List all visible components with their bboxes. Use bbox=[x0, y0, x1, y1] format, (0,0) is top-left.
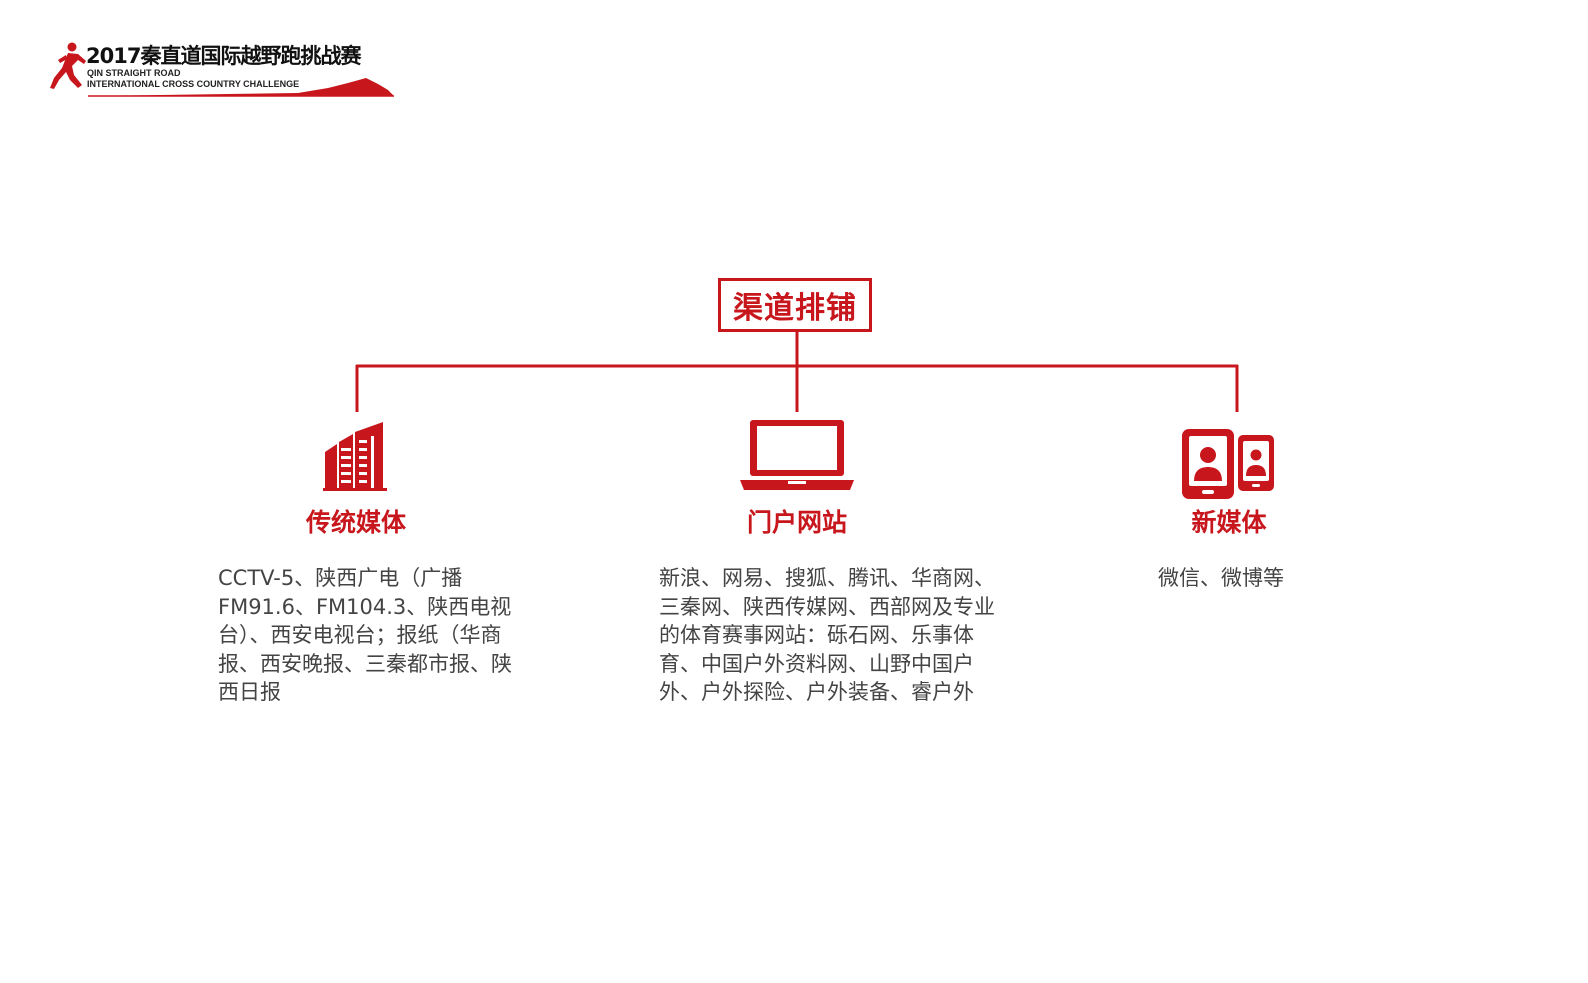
event-logo: 2017秦直道国际越野跑挑战赛 QIN STRAIGHT ROAD INTERN… bbox=[48, 38, 398, 100]
branch-desc-new-media: 微信、微博等 bbox=[1158, 566, 1284, 590]
runner-logo-icon bbox=[50, 42, 394, 97]
logo-title: 2017秦直道国际越野跑挑战赛 bbox=[86, 44, 361, 68]
logo-subtitle-1: QIN STRAIGHT ROAD bbox=[87, 68, 181, 78]
branch-title-traditional-media: 传统媒体 bbox=[305, 508, 406, 537]
root-node: 渠道排铺 bbox=[718, 278, 872, 332]
branch-desc-traditional-media: CCTV-5、陕西广电（广播FM91.6、FM104.3、陕西电视台）、西安电视… bbox=[218, 566, 512, 704]
logo-subtitle-2: INTERNATIONAL CROSS COUNTRY CHALLENGE bbox=[87, 79, 300, 89]
building-icon bbox=[323, 422, 387, 491]
mobile-devices-icon bbox=[1182, 429, 1274, 499]
branch-title-portal-websites: 门户网站 bbox=[746, 508, 847, 537]
laptop-icon bbox=[740, 420, 854, 490]
branch-title-new-media: 新媒体 bbox=[1191, 508, 1267, 537]
branch-desc-portal-websites: 新浪、网易、搜狐、腾讯、华商网、三秦网、陕西传媒网、西部网及专业的体育赛事网站：… bbox=[659, 566, 995, 704]
